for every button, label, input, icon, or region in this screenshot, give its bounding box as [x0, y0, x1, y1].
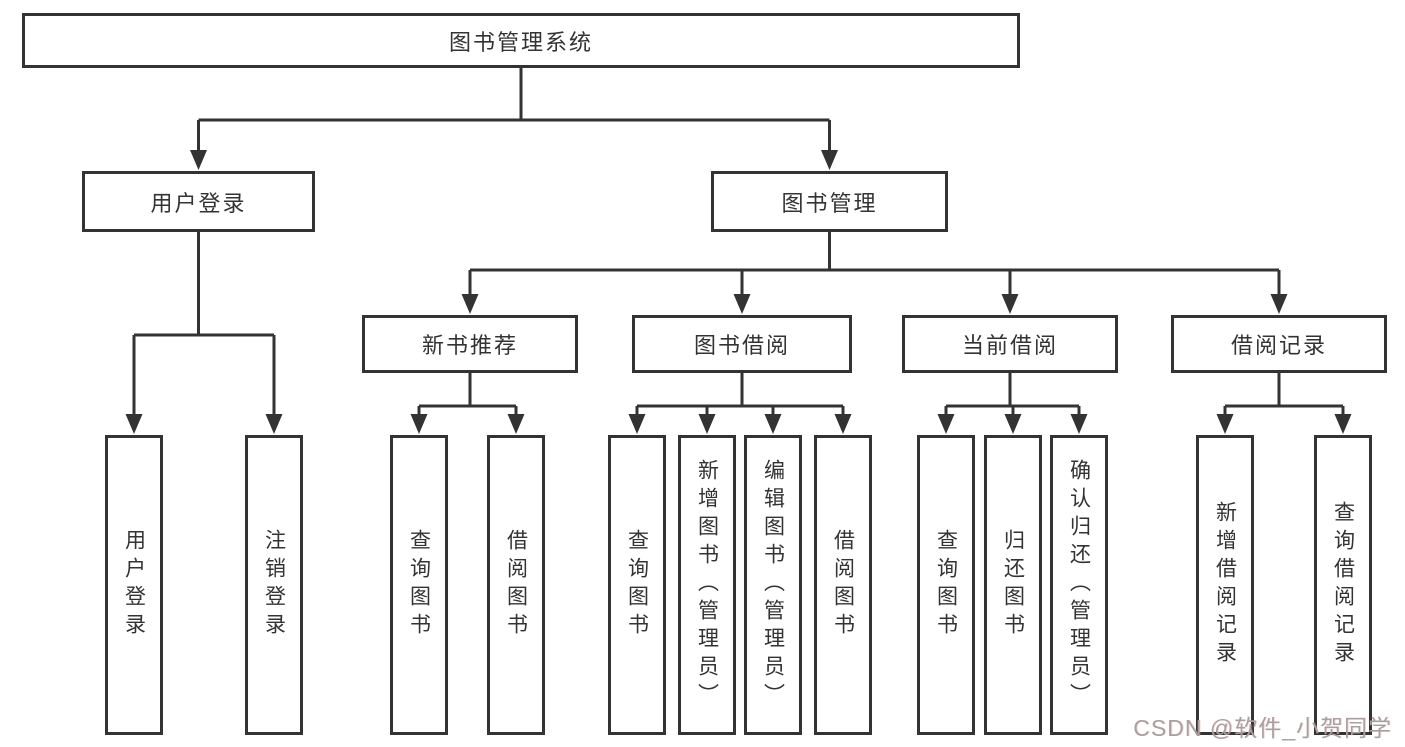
arrowhead-icon: [1270, 294, 1288, 314]
node-leaf-borrow-books-recommend: 借阅图书: [487, 435, 545, 735]
node-book-management: 图书管理: [711, 171, 948, 232]
connector-root-to-level2: [197, 68, 831, 152]
node-leaf-query-books-current: 查询图书: [917, 435, 975, 735]
node-leaf-user-login: 用户登录: [105, 435, 163, 735]
arrowhead-icon: [190, 150, 207, 170]
arrowhead-icon: [764, 414, 782, 434]
connector-user-login-to-leaves: [132, 232, 276, 416]
arrowhead-icon: [834, 414, 852, 434]
node-leaf-query-borrow-record: 查询借阅记录: [1314, 435, 1372, 735]
connector-borrowing-records-to-leaves: [1223, 373, 1345, 416]
node-leaf-add-book-admin: 新增图书（管理员）: [678, 435, 736, 735]
arrowhead-icon: [1070, 414, 1088, 434]
node-leaf-confirm-return-admin: 确认归还（管理员）: [1050, 435, 1108, 735]
arrowhead-icon: [628, 414, 646, 434]
node-leaf-borrow-books-borrowing: 借阅图书: [814, 435, 872, 735]
node-leaf-add-borrow-record: 新增借阅记录: [1196, 435, 1254, 735]
arrowhead-icon: [461, 294, 479, 314]
node-borrowing-records: 借阅记录: [1171, 315, 1387, 373]
node-leaf-query-books-borrowing: 查询图书: [608, 435, 666, 735]
node-leaf-edit-book-admin: 编辑图书（管理员）: [744, 435, 802, 735]
node-library-management-system: 图书管理系统: [22, 13, 1020, 68]
arrowhead-icon: [507, 414, 525, 434]
arrowheads: [125, 150, 1352, 434]
arrowhead-icon: [125, 414, 143, 434]
node-new-book-recommend: 新书推荐: [362, 315, 578, 373]
node-leaf-return-books: 归还图书: [984, 435, 1042, 735]
node-book-borrowing: 图书借阅: [632, 315, 852, 373]
arrowhead-icon: [937, 414, 955, 434]
connector-book-borrowing-to-leaves: [635, 373, 845, 416]
node-current-borrowing: 当前借阅: [902, 315, 1118, 373]
arrowhead-icon: [1334, 414, 1352, 434]
arrowhead-icon: [1001, 294, 1019, 314]
arrowhead-icon: [1004, 414, 1022, 434]
node-user-login: 用户登录: [82, 171, 315, 232]
connector-current-borrowing-to-leaves: [944, 373, 1081, 416]
arrowhead-icon: [733, 294, 751, 314]
arrowhead-icon: [821, 150, 838, 170]
node-leaf-query-books-recommend: 查询图书: [390, 435, 448, 735]
node-leaf-logout: 注销登录: [245, 435, 303, 735]
arrowhead-icon: [698, 414, 716, 434]
arrowhead-icon: [1216, 414, 1234, 434]
connector-new-book-recommend-to-leaves: [417, 373, 518, 416]
arrowhead-icon: [410, 414, 428, 434]
connector-book-management-to-level3: [468, 232, 1281, 296]
arrowhead-icon: [265, 414, 283, 434]
